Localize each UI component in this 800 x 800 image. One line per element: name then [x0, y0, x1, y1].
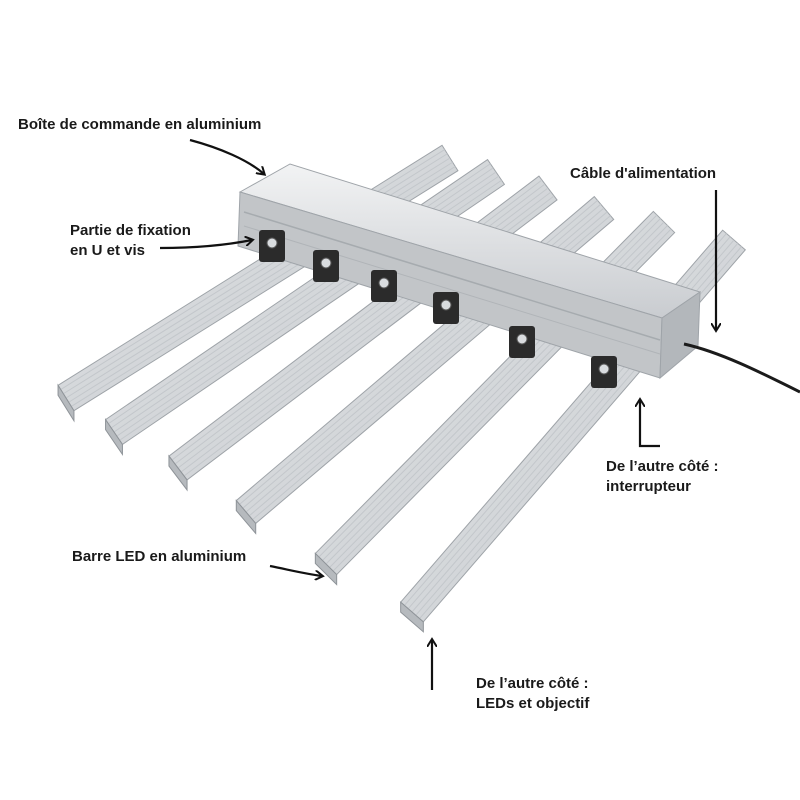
u-bracket	[371, 270, 397, 302]
label-control-box-text: Boîte de commande en aluminium	[18, 116, 262, 133]
u-bracket	[509, 326, 535, 358]
brackets-group	[259, 230, 617, 388]
u-bracket	[259, 230, 285, 262]
control-box-end	[659, 291, 701, 380]
label-switch: De l’autre côté : interrupteur	[606, 457, 719, 497]
label-power-cable: Câble d'alimentation	[570, 164, 716, 184]
label-led-bar: Barre LED en aluminium	[72, 547, 246, 567]
label-led-bar-text: Barre LED en aluminium	[72, 548, 247, 565]
label-mounting-bracket-line1: Partie de fixation	[70, 222, 191, 239]
label-leds-lens-line2: LEDs et objectif	[476, 695, 590, 712]
label-switch-line1: De l’autre côté :	[606, 458, 719, 475]
label-power-cable-text: Câble d'alimentation	[570, 165, 717, 182]
arrows-group	[159, 138, 716, 690]
callout-arrow	[269, 564, 322, 576]
u-bracket	[313, 250, 339, 282]
u-bracket	[591, 356, 617, 388]
power-cable	[683, 342, 800, 394]
label-mounting-bracket-line2: en U et vis	[70, 242, 146, 259]
u-bracket	[433, 292, 459, 324]
label-mounting-bracket: Partie de fixation en U et vis	[70, 221, 191, 261]
label-leds-lens-line1: De l’autre côté :	[476, 675, 589, 692]
control-box-group	[237, 163, 702, 380]
label-leds-lens: De l’autre côté : LEDs et objectif	[476, 674, 589, 714]
callout-arrow	[640, 400, 660, 448]
label-switch-line2: interrupteur	[606, 478, 692, 495]
label-control-box: Boîte de commande en aluminium	[18, 115, 261, 135]
callout-arrow	[189, 138, 264, 174]
callout-arrow	[159, 240, 252, 250]
